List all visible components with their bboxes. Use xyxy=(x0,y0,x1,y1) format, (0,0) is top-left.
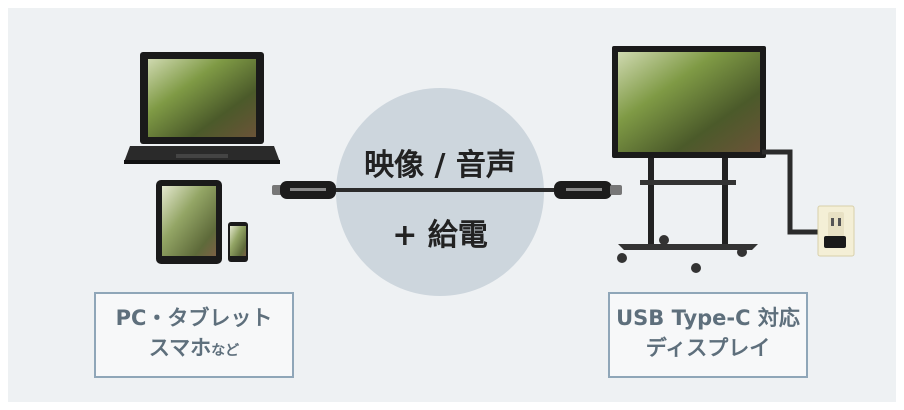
laptop-icon xyxy=(124,52,280,164)
smartphone-icon xyxy=(228,222,248,262)
display-stand-icon xyxy=(612,46,818,273)
display-label-line2: ディスプレイ xyxy=(645,336,771,360)
source-label-line2: スマホなど xyxy=(96,333,292,366)
av-signal-label: 映像 / 音声 xyxy=(364,148,516,183)
source-label-line1: PC・タブレット xyxy=(115,306,273,330)
source-label-main: スマホ xyxy=(148,336,212,360)
display-label-line1: USB Type-C 対応 xyxy=(616,306,800,330)
source-devices-label: PC・タブレット スマホなど xyxy=(94,292,294,378)
tablet-icon xyxy=(156,180,222,264)
display-label: USB Type-C 対応 ディスプレイ xyxy=(608,292,808,378)
power-outlet-icon xyxy=(817,205,855,257)
usb-c-cable xyxy=(272,181,622,199)
power-delivery-label: + 給電 xyxy=(392,218,488,253)
source-label-small: など xyxy=(211,343,240,359)
